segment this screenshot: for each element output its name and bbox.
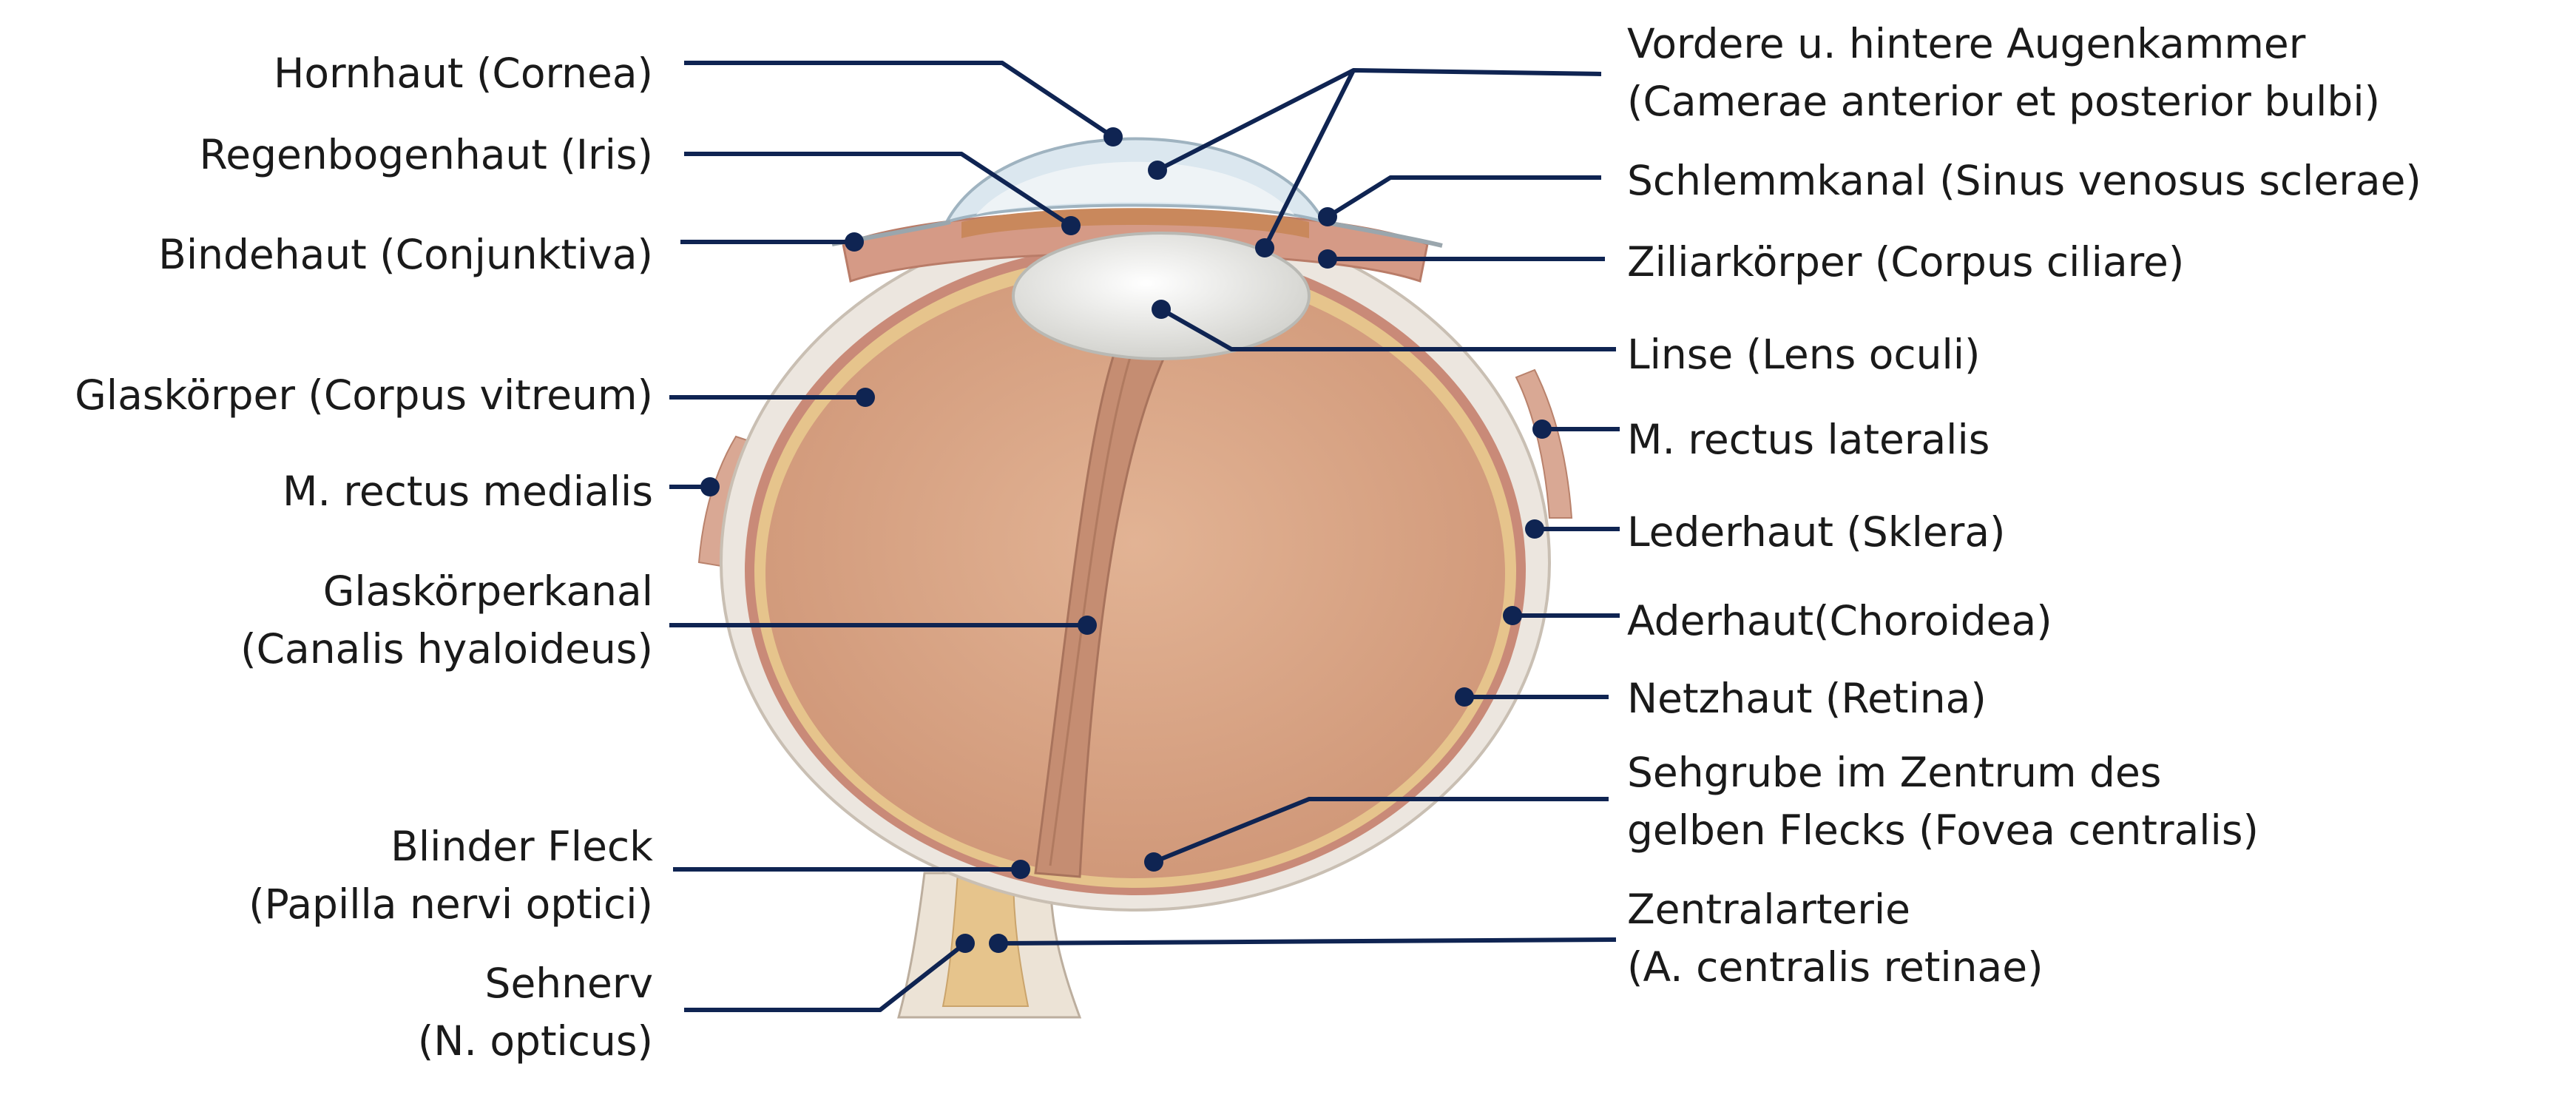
leader-lens bbox=[1160, 307, 1616, 351]
label-vitreous: Glaskörper (Corpus vitreum) bbox=[75, 371, 653, 419]
leader-dot bbox=[1318, 207, 1337, 226]
label-sclera: Lederhaut (Sklera) bbox=[1627, 508, 2006, 556]
lens bbox=[1012, 232, 1311, 360]
hyaloid-canal bbox=[1034, 324, 1178, 878]
leader-dot bbox=[700, 477, 720, 496]
label-chambers: Vordere u. hintere Augenkammer(Camerae a… bbox=[1627, 20, 2381, 125]
leader-dot bbox=[1455, 687, 1474, 707]
leader-dot bbox=[989, 934, 1008, 953]
leader-optic-nerve bbox=[684, 941, 967, 1012]
anterior-chamber bbox=[976, 161, 1294, 215]
leader-fovea bbox=[1152, 797, 1609, 864]
leader-dot bbox=[1532, 420, 1552, 439]
label-choroid: Aderhaut(Choroidea) bbox=[1627, 597, 2052, 644]
leader-lines bbox=[669, 61, 1620, 1012]
vitreous-body bbox=[765, 269, 1505, 878]
leader-dot bbox=[1152, 300, 1171, 319]
leader-dot bbox=[1144, 852, 1163, 872]
label-retina: Netzhaut (Retina) bbox=[1627, 675, 1987, 722]
label-iris: Regenbogenhaut (Iris) bbox=[199, 131, 653, 178]
leader-dot bbox=[1103, 127, 1123, 146]
leader-dot bbox=[845, 232, 864, 252]
label-ciliary: Ziliarkörper (Corpus ciliare) bbox=[1627, 238, 2185, 286]
optic-nerve-core bbox=[942, 872, 1030, 1007]
leader-chambers-b bbox=[1262, 69, 1356, 249]
label-conjunctiva: Bindehaut (Conjunktiva) bbox=[158, 231, 653, 278]
leader-dot bbox=[1255, 238, 1274, 257]
leader-iris bbox=[684, 152, 1072, 228]
leader-dot bbox=[1318, 249, 1337, 269]
leader-dot bbox=[1061, 216, 1081, 235]
leader-dot bbox=[1148, 161, 1167, 180]
leader-schlemm bbox=[1326, 175, 1601, 219]
label-optic-nerve: Sehnerv(N. opticus) bbox=[417, 960, 653, 1065]
leader-dot bbox=[956, 934, 975, 953]
label-rectus-lateralis: M. rectus lateralis bbox=[1627, 416, 1990, 463]
label-lens: Linse (Lens oculi) bbox=[1627, 331, 1981, 378]
label-central-artery: Zentralarterie(A. centralis retinae) bbox=[1627, 886, 2043, 991]
label-schlemm: Schlemmkanal (Sinus venosus sclerae) bbox=[1627, 157, 2421, 204]
leader-central-artery bbox=[998, 937, 1617, 946]
leader-dot bbox=[856, 388, 875, 407]
label-hyaloid-canal: Glaskörperkanal(Canalis hyaloideus) bbox=[240, 567, 653, 673]
leader-dot bbox=[1525, 519, 1544, 539]
iris bbox=[961, 208, 1309, 238]
label-blind-spot: Blinder Fleck(Papilla nervi optici) bbox=[249, 823, 653, 928]
lateral-rectus-muscle bbox=[1515, 368, 1573, 519]
leader-dot bbox=[1078, 616, 1097, 635]
leader-dot bbox=[1011, 860, 1030, 879]
label-cornea: Hornhaut (Cornea) bbox=[274, 50, 653, 97]
label-rectus-medialis: M. rectus medialis bbox=[283, 468, 653, 515]
leader-dot bbox=[1503, 606, 1522, 625]
leader-cornea bbox=[684, 61, 1115, 139]
